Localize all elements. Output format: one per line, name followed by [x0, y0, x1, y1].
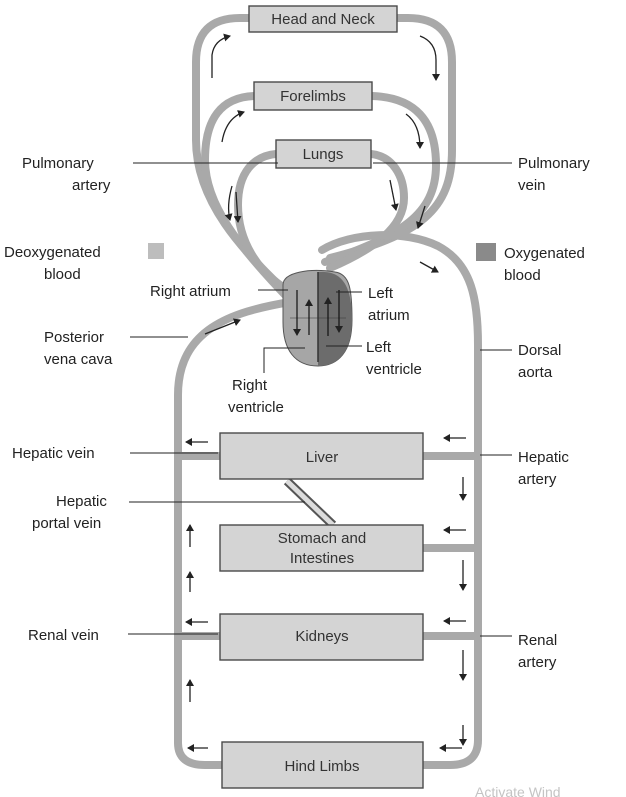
- deoxygenated-label-line1: Deoxygenated: [4, 244, 101, 261]
- posterior-vena-cava-label-1: Posterior: [44, 329, 104, 346]
- left-atrium-label-1: Left: [368, 285, 394, 302]
- renal-vein-label: Renal vein: [28, 627, 99, 644]
- dorsal-aorta-label-2: aorta: [518, 364, 553, 381]
- right-atrium-label: Right atrium: [150, 283, 231, 300]
- forelimbs-label: Forelimbs: [280, 88, 346, 105]
- legend: Deoxygenated blood Oxygenated blood: [4, 243, 585, 284]
- kidneys-box: [219, 613, 424, 661]
- posterior-vena-cava-label-2: vena cava: [44, 351, 113, 368]
- hepatic-portal-vein-label-1: Hepatic: [56, 493, 107, 510]
- head-neck-box: [248, 5, 398, 33]
- vessels: [174, 14, 482, 769]
- oxygenated-label-line1: Oxygenated: [504, 245, 585, 262]
- forelimb-vessel-left: [201, 92, 292, 302]
- liver-box: [219, 432, 424, 480]
- posterior-vena-cava-vessel: [174, 298, 294, 769]
- pulmonary-artery-label-1: Pulmonary: [22, 155, 94, 172]
- lungs-box: [275, 139, 372, 169]
- left-ventricle-label-1: Left: [366, 339, 392, 356]
- stomach-label-line2: Intestines: [290, 550, 354, 567]
- organ-boxes: Head and Neck Forelimbs Lungs Liver Stom…: [219, 5, 424, 789]
- oxygenated-swatch: [476, 243, 496, 261]
- hepatic-artery-label-1: Hepatic: [518, 449, 569, 466]
- renal-artery-label-1: Renal: [518, 632, 557, 649]
- right-ventricle-label-2: ventricle: [228, 399, 284, 416]
- lungs-label: Lungs: [303, 146, 344, 163]
- hepatic-artery-label-2: artery: [518, 471, 557, 488]
- left-atrium-label-2: atrium: [368, 307, 410, 324]
- flow-arrows: [185, 33, 467, 752]
- hind-limbs-box: [221, 741, 424, 789]
- hepatic-portal-vein-label-2: portal vein: [32, 515, 101, 532]
- pulmonary-vein-label-2: vein: [518, 177, 546, 194]
- pulmonary-vein-label-1: Pulmonary: [518, 155, 590, 172]
- leader-lines: [128, 162, 512, 637]
- deoxygenated-swatch: [148, 243, 164, 259]
- dorsal-aorta-vessel: [318, 231, 482, 769]
- forelimbs-box: [253, 81, 373, 111]
- dorsal-aorta-label-1: Dorsal: [518, 342, 561, 359]
- oxygenated-label-line2: blood: [504, 267, 541, 284]
- pulmonary-artery-label-2: artery: [72, 177, 111, 194]
- hind-limbs-label: Hind Limbs: [284, 758, 359, 775]
- hepatic-vein-label: Hepatic vein: [12, 445, 95, 462]
- kidneys-label: Kidneys: [295, 628, 348, 645]
- activate-windows-watermark: Activate Wind: [475, 784, 561, 797]
- pulmonary-vein-vessel: [326, 150, 408, 272]
- hepatic-portal-vein: [283, 477, 337, 529]
- stomach-intestines-box: [219, 524, 424, 572]
- renal-artery-label-2: artery: [518, 654, 557, 671]
- liver-label: Liver: [306, 449, 339, 466]
- stomach-label-line1: Stomach and: [278, 530, 366, 547]
- annotation-labels: Pulmonary artery Pulmonary vein Right at…: [12, 155, 590, 671]
- deoxygenated-label-line2: blood: [44, 266, 81, 283]
- heart: [282, 270, 353, 367]
- pulmonary-artery-vessel: [234, 150, 304, 300]
- head-neck-label: Head and Neck: [271, 11, 375, 28]
- left-ventricle-label-2: ventricle: [366, 361, 422, 378]
- right-ventricle-label-1: Right: [232, 377, 268, 394]
